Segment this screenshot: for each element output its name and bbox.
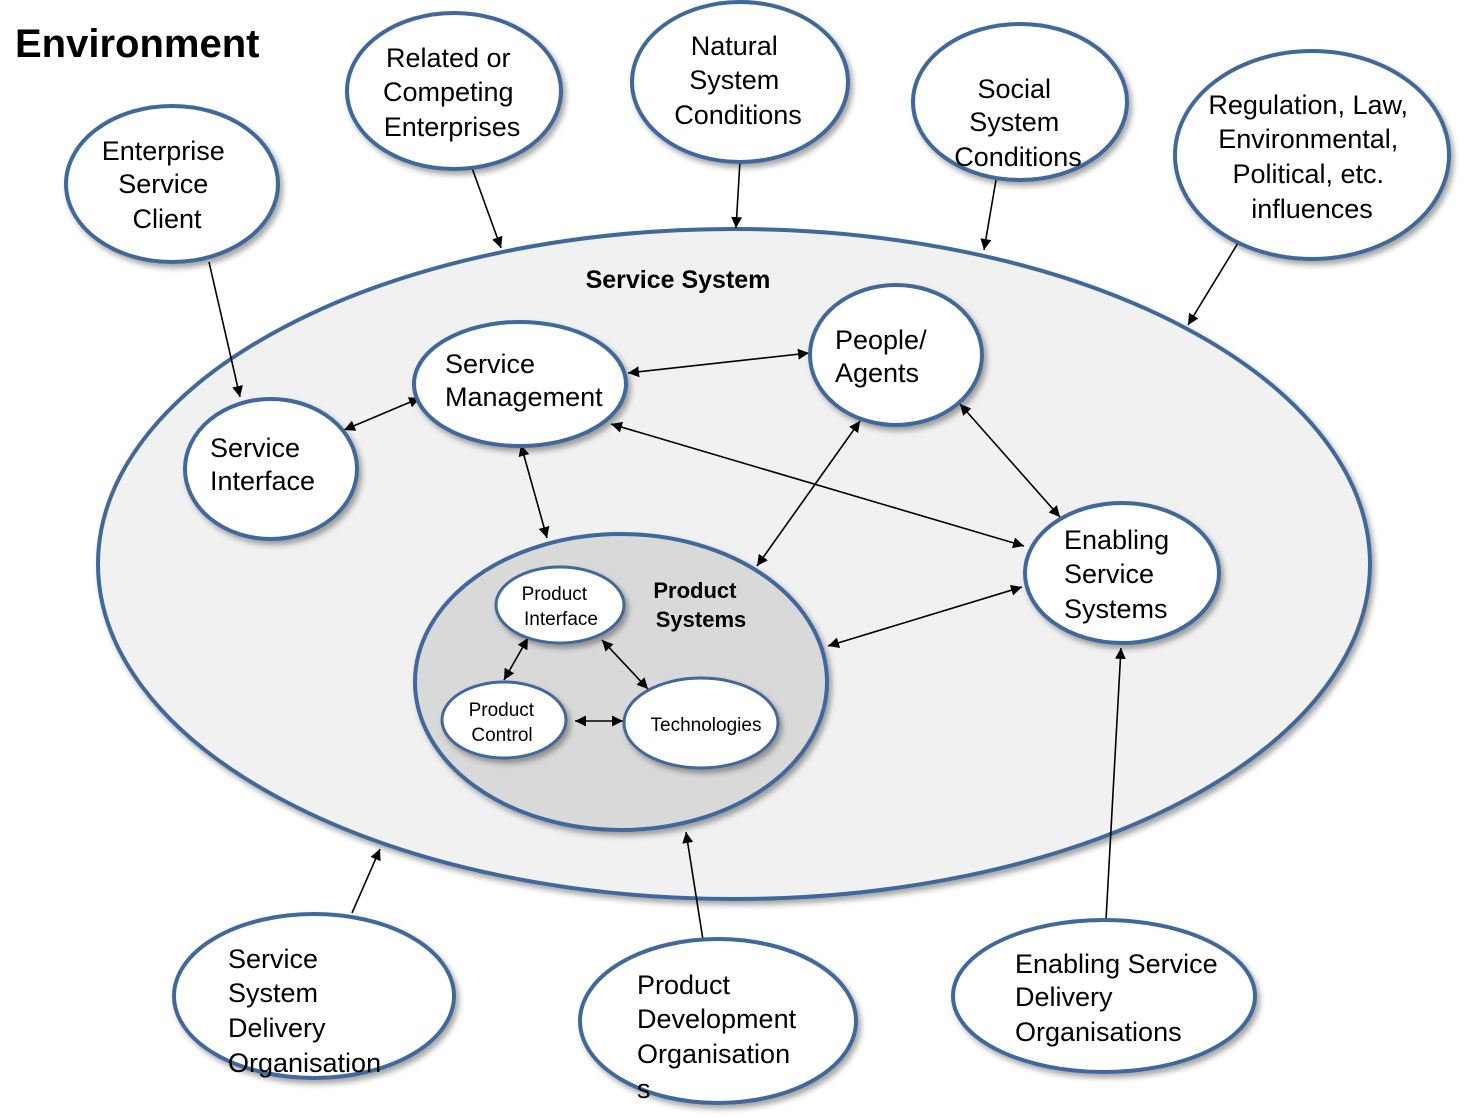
svg-text:Enterprise Service: Enterprise Service Client (102, 136, 233, 234)
arrow-natural-to-system (731, 160, 743, 229)
node-natural-conditions[interactable]: Natural System Conditions (630, 0, 850, 164)
svg-text:People/ Agents: People/ Agents (835, 325, 934, 388)
arrow-pinterface-pcontrol (503, 637, 529, 681)
arrow-delivery-org-to-system (351, 848, 381, 914)
svg-text:Product Interface: Product Interface (522, 584, 598, 630)
node-enterprise-client[interactable]: Enterprise Service Client (64, 104, 280, 264)
node-service-interface[interactable]: Service Interface (183, 397, 359, 541)
node-enabling-service-systems[interactable]: Enabling Service Systems (1023, 501, 1221, 645)
arrow-pinterface-technologies (601, 639, 649, 690)
svg-text:Social System Cond: Social System Conditions (954, 74, 1082, 172)
arrow-management-product (518, 444, 550, 539)
arrow-productdev-to-product (682, 831, 704, 941)
node-service-management[interactable]: Service Management (412, 320, 628, 448)
node-product-dev-org[interactable]: Product Development Organisation s (578, 937, 858, 1105)
arrow-related-to-system (471, 167, 503, 249)
arrow-management-people (627, 348, 810, 378)
svg-text:Product Control: Product Control (469, 700, 540, 746)
arrow-regulation-to-system (1187, 242, 1239, 326)
svg-text:Enabling Service Deliver: Enabling Service Delivery Organisations (1015, 949, 1225, 1047)
arrow-client-to-interface (208, 261, 243, 398)
svg-text:Technologies: Technologies (651, 715, 762, 736)
node-social-conditions[interactable]: Social System Conditions (911, 22, 1129, 182)
svg-text:Service Interface: Service Interface (210, 433, 315, 496)
arrow-interface-management (343, 397, 421, 431)
product-systems-boundary[interactable] (413, 532, 829, 832)
node-enabling-delivery-org[interactable]: Enabling Service Delivery Organisations (951, 918, 1257, 1074)
node-service-delivery-org[interactable]: Service System Delivery Organisation (172, 912, 456, 1080)
node-people-agents[interactable]: People/ Agents (808, 283, 984, 427)
svg-text:Related or Competing: Related or Competing Enterprises (383, 43, 521, 142)
environment-title: Environment (15, 22, 259, 66)
svg-text:Regulation, Law, Environ: Regulation, Law, Environmental, Politica… (1208, 90, 1415, 224)
node-technologies[interactable]: Technologies (622, 676, 780, 770)
node-regulation[interactable]: Regulation, Law, Environmental, Politica… (1173, 49, 1451, 261)
arrow-people-product (756, 420, 861, 567)
svg-text:Service System Del: Service System Delivery Organisation (228, 944, 381, 1078)
svg-text:Service Management: Service Management (445, 349, 603, 412)
arrow-product-enabling (827, 584, 1023, 649)
arrows (208, 160, 1239, 941)
arrow-enabling-org-to-enabling (1105, 647, 1126, 921)
service-system-label: Service System (586, 266, 771, 294)
product-systems-label: Product Systems (653, 578, 746, 632)
node-product-interface[interactable]: Product Interface (494, 565, 626, 645)
arrow-people-enabling (959, 403, 1061, 518)
arrow-social-to-system (980, 179, 997, 251)
node-product-control[interactable]: Product Control (440, 680, 568, 760)
node-related-enterprises[interactable]: Related or Competing Enterprises (345, 11, 563, 171)
svg-text:Enabling Service S: Enabling Service Systems (1064, 525, 1177, 624)
svg-text:Natural System Con: Natural System Conditions (674, 31, 802, 130)
svg-text:Product Development: Product Development Organisation s (637, 970, 804, 1104)
